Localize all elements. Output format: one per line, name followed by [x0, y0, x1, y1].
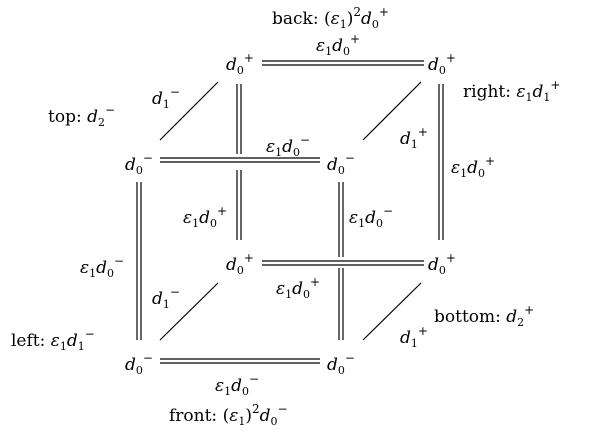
edge-label-diag-top-left: d1−: [152, 85, 180, 111]
edge-label-diag-top-right: d1+: [400, 125, 428, 151]
edge-front-top: [160, 157, 320, 163]
edge-back-left-upper: [236, 84, 242, 154]
vertex-front-bottom-right: d0−: [327, 351, 355, 377]
edge-front-left: [136, 182, 142, 340]
edge-label-front-bottom: ε1d0−: [215, 372, 260, 398]
edge-diag-bottom-left: [159, 282, 219, 341]
face-label-top: top: d2−: [48, 103, 116, 129]
edge-label-front-right: ε1d0−: [349, 204, 394, 230]
vertex-back-top-right: d0+: [428, 51, 456, 77]
edge-label-back-right: ε1d0+: [451, 154, 496, 180]
edge-label-front-top: ε1d0−: [266, 133, 311, 159]
face-label-bottom: bottom: d2+: [434, 303, 535, 329]
edge-label-front-left: ε1d0−: [80, 254, 125, 280]
face-label-left: left: ε1d1−: [11, 327, 95, 353]
edge-front-bottom: [160, 358, 320, 364]
edge-label-diag-bottom-right: d1+: [400, 324, 428, 350]
edge-back-left-lower: [236, 170, 242, 240]
edge-diag-top-right: [362, 81, 422, 141]
face-label-front: front: (ε1)2d0−: [169, 402, 288, 428]
edge-label-diag-bottom-left: d1−: [152, 285, 180, 311]
face-label-right: right: ε1d1+: [463, 78, 561, 104]
edge-back-bottom: [262, 260, 424, 266]
edge-back-top: [262, 60, 424, 66]
edge-diag-bottom-right: [362, 282, 422, 341]
edge-label-back-left: ε1d0+: [183, 204, 228, 230]
edge-diag-top-left: [159, 81, 219, 141]
edge-front-right-upper: [338, 182, 344, 257]
vertex-back-top-left: d0+: [226, 51, 254, 77]
vertex-front-bottom-left: d0−: [125, 351, 153, 377]
vertex-front-top-right: d0−: [327, 151, 355, 177]
face-label-back: back: (ε1)2d0+: [272, 5, 389, 31]
vertex-front-top-left: d0−: [125, 151, 153, 177]
vertex-back-bottom-right: d0+: [428, 251, 456, 277]
edge-front-right-lower: [338, 268, 344, 340]
edge-label-back-bottom: ε1d0+: [276, 275, 321, 301]
vertex-back-bottom-left: d0+: [226, 251, 254, 277]
edge-back-right: [438, 84, 444, 240]
edge-label-back-top: ε1d0+: [316, 32, 361, 58]
